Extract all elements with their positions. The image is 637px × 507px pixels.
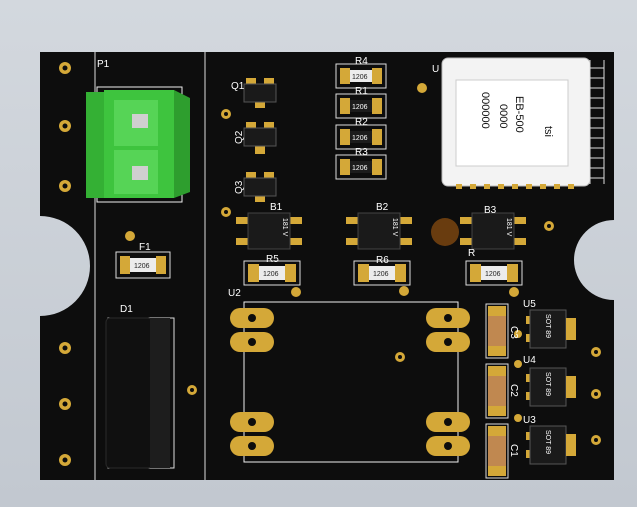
pkg-r2: 1206 (352, 135, 368, 142)
label-r2: R2 (355, 117, 368, 128)
gps-text-line4: 000000 (479, 92, 491, 129)
label-u2: U2 (228, 288, 241, 299)
transistor-q1[interactable] (243, 78, 277, 108)
regulator-u4[interactable] (526, 367, 576, 407)
resistor-r5[interactable] (243, 260, 301, 286)
label-r3: R3 (355, 147, 368, 158)
resistor-r2[interactable] (335, 124, 387, 150)
resistor-r6[interactable] (353, 260, 411, 286)
capacitor-c1[interactable] (485, 423, 509, 479)
label-q2: Q2 (234, 130, 245, 144)
pkg-b1: 181 V (281, 218, 288, 237)
label-u1: U (432, 64, 439, 75)
gps-text-brand: tsi (542, 126, 554, 137)
pkg-r5: 1206 (263, 271, 279, 278)
pkg-r1: 1206 (352, 104, 368, 111)
resistor-r1[interactable] (335, 93, 387, 119)
label-b1: B1 (270, 202, 283, 213)
pkg-r7: 1206 (485, 271, 501, 278)
pkg-b3: 181 V (505, 218, 512, 237)
label-f1: F1 (139, 242, 151, 253)
pkg-b2: 181 V (391, 218, 398, 237)
resistor-r3[interactable] (335, 154, 387, 180)
transistor-q3[interactable] (243, 172, 277, 202)
capacitor-c2[interactable] (485, 363, 509, 419)
pkg-u5: SOT 89 (544, 314, 551, 338)
regulator-u5[interactable] (526, 309, 576, 349)
pkg-r3: 1206 (352, 165, 368, 172)
label-r7: R (468, 248, 475, 259)
label-b2: B2 (376, 202, 389, 213)
label-r5: R5 (266, 254, 279, 265)
capacitor-c3[interactable] (485, 303, 509, 359)
pkg-f1: 1206 (134, 263, 150, 270)
transistor-q2[interactable] (243, 122, 277, 154)
label-q3: Q3 (234, 180, 245, 194)
ic-b2[interactable] (346, 212, 412, 250)
label-u3: U3 (523, 415, 536, 426)
ic-b1[interactable] (236, 212, 302, 250)
resistor-r4[interactable] (335, 63, 387, 89)
ic-b3[interactable] (460, 212, 526, 250)
label-r1: R1 (355, 86, 368, 97)
resistor-r7[interactable] (465, 260, 523, 286)
led-indicator (431, 218, 459, 246)
label-r6: R6 (376, 255, 389, 266)
pkg-r6: 1206 (373, 271, 389, 278)
regulator-u3[interactable] (526, 425, 576, 465)
label-r4: R4 (355, 56, 368, 67)
label-c3: C3 (508, 326, 519, 339)
u2-outline (243, 301, 459, 463)
gps-text-line3: 0000 (497, 104, 509, 128)
label-c2: C2 (508, 384, 519, 397)
terminal-block-p1[interactable] (86, 90, 190, 198)
fuse-f1[interactable] (115, 251, 171, 279)
gps-module-u1[interactable] (441, 57, 605, 189)
label-u4: U4 (523, 355, 536, 366)
label-b3: B3 (484, 205, 497, 216)
pkg-u3: SOT 89 (544, 430, 551, 454)
label-c1: C1 (508, 444, 519, 457)
label-d1: D1 (120, 304, 133, 315)
via-f1 (125, 231, 135, 241)
pkg-r4: 1206 (352, 74, 368, 81)
diode-d1[interactable] (105, 317, 175, 469)
label-p1: P1 (97, 59, 110, 70)
gps-text-model: EB-500 (513, 96, 525, 133)
pkg-u4: SOT 89 (544, 372, 551, 396)
label-q1: Q1 (231, 81, 245, 92)
label-u5: U5 (523, 299, 536, 310)
